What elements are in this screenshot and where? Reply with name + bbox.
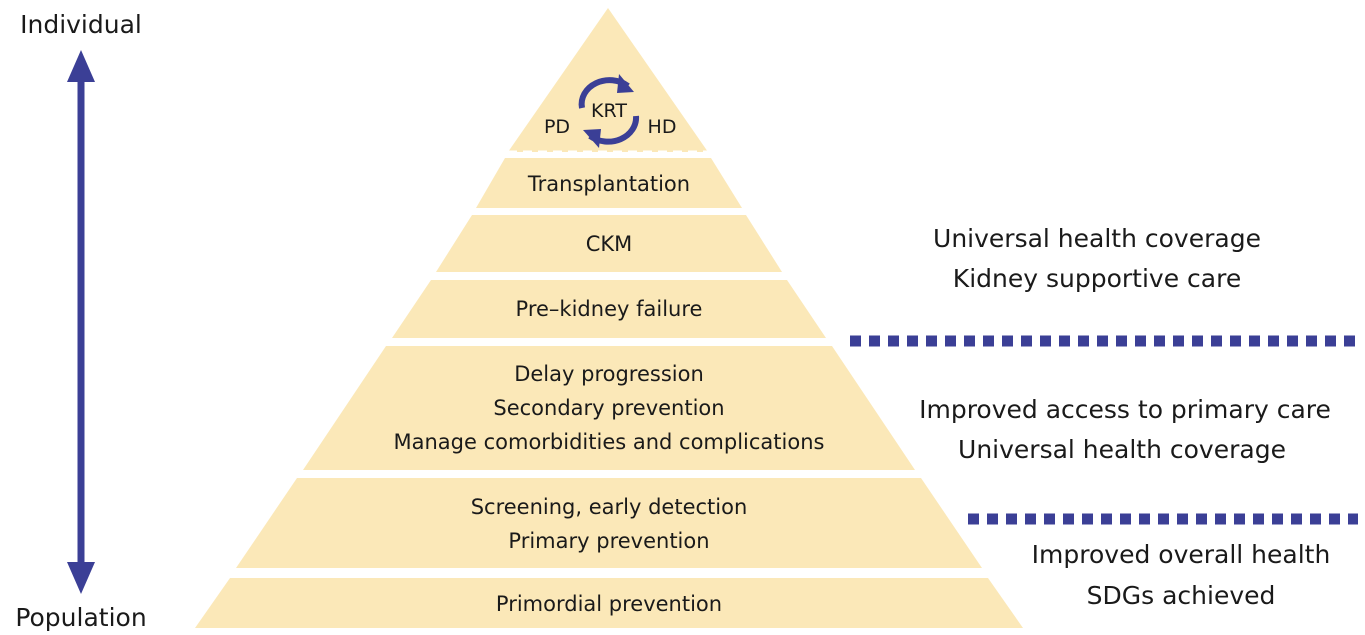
tier-label-line: Secondary prevention <box>493 396 724 420</box>
side-note-line: Improved access to primary care <box>919 395 1331 424</box>
tier-transplantation: Transplantation <box>476 158 742 208</box>
axis-bottom-label: Population <box>15 603 146 632</box>
tier-band <box>476 158 742 208</box>
side-note-line: Universal health coverage <box>933 224 1261 253</box>
tier-band <box>236 478 982 568</box>
tier-label-line: Screening, early detection <box>471 495 748 519</box>
side-note-line: Improved overall health <box>1032 540 1331 569</box>
axis-arrow-up-head-icon <box>67 50 95 82</box>
side-note-line: Kidney supportive care <box>953 264 1241 293</box>
tier-delay-progression: Delay progression Secondary prevention M… <box>303 346 915 470</box>
tier-band <box>303 346 915 470</box>
tier-label-line: Transplantation <box>527 172 690 196</box>
apex-left-label: PD <box>544 116 570 138</box>
side-note-line: Universal health coverage <box>958 435 1286 464</box>
cycle-arrows-icon <box>578 74 640 148</box>
side-note-middle: Improved access to primary care Universa… <box>919 395 1331 464</box>
side-note-upper: Universal health coverage Kidney support… <box>933 224 1261 293</box>
axis-top-label: Individual <box>20 10 142 39</box>
tier-band <box>392 280 826 338</box>
side-note-line: SDGs achieved <box>1087 581 1276 610</box>
tier-band <box>195 578 1023 628</box>
tier-label-line: Primordial prevention <box>496 592 722 616</box>
tier-label-line: CKM <box>586 232 633 256</box>
tier-label-line: Manage comorbidities and complications <box>394 430 825 454</box>
tier-band <box>436 215 782 272</box>
tier-ckm: CKM <box>436 215 782 272</box>
pyramid-apex: KRT PD HD <box>508 8 708 158</box>
tier-label-line: Delay progression <box>514 362 704 386</box>
tier-label-line: Primary prevention <box>508 529 709 553</box>
tier-screening: Screening, early detection Primary preve… <box>236 478 982 568</box>
apex-right-label: HD <box>648 116 677 138</box>
apex-center-label: KRT <box>591 100 627 122</box>
axis-arrow-down-head-icon <box>67 562 95 594</box>
tier-label-line: Pre–kidney failure <box>516 297 703 321</box>
side-note-lower: Improved overall health SDGs achieved <box>1032 540 1331 610</box>
population-individual-axis: Individual Population <box>15 10 146 632</box>
tier-primordial: Primordial prevention <box>195 578 1023 628</box>
tier-pre-kidney-failure: Pre–kidney failure <box>392 280 826 338</box>
